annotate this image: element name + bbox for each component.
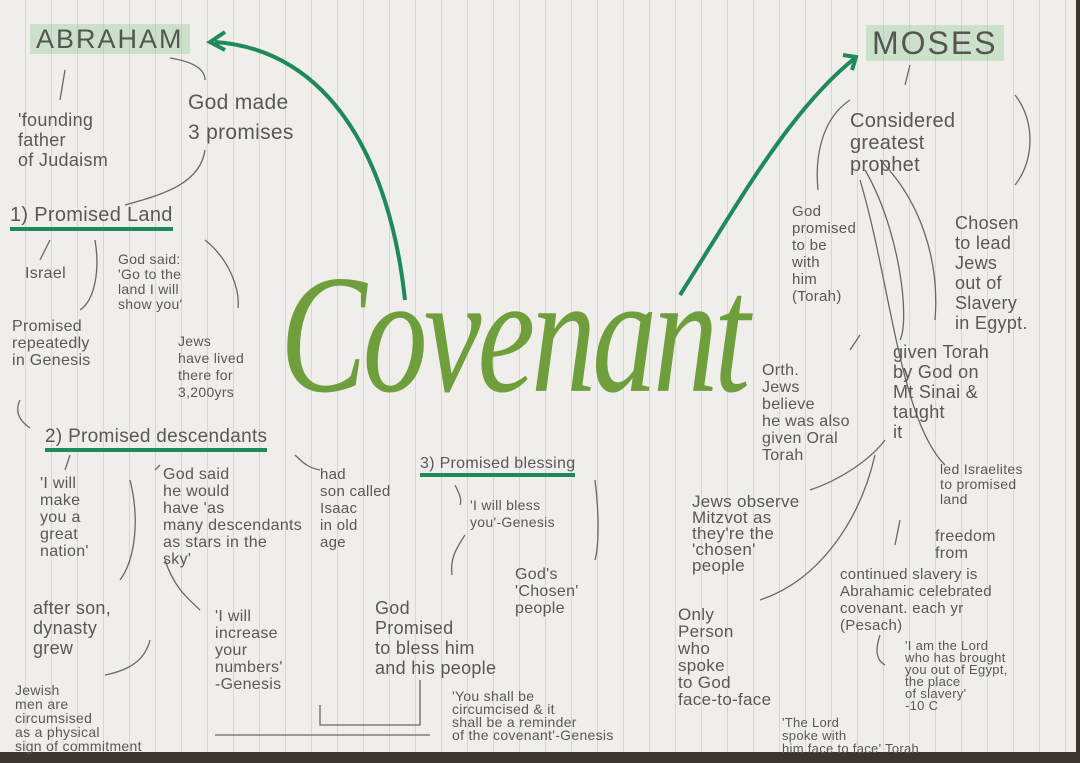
god-promised-bless-note: God Promised to bless him and his people bbox=[375, 598, 497, 678]
with-him-note: God promised to be with him (Torah) bbox=[792, 203, 857, 305]
chosen-people-note: God's 'Chosen' people bbox=[515, 566, 579, 617]
ten-commandments-quote: 'I am the Lord who has brought you out o… bbox=[905, 638, 1008, 713]
reminder-quote: 'You shall be circumcised & it shall be … bbox=[452, 688, 614, 743]
greatest-prophet-note: Considered greatest prophet bbox=[850, 110, 956, 176]
central-title: Covenant bbox=[280, 241, 750, 429]
lord-spoke-quote: 'The Lord spoke with him face to face' T… bbox=[782, 715, 920, 756]
stars-note: God said he would have 'as many descenda… bbox=[163, 466, 303, 568]
jews-lived-note: Jews have lived there for 3,200yrs bbox=[178, 333, 245, 400]
israel-note: Israel bbox=[25, 265, 66, 282]
arrowhead-abraham bbox=[206, 30, 227, 52]
promise-3-heading: 3) Promised blessing bbox=[420, 455, 576, 477]
abraham-heading-text: ABRAHAM bbox=[30, 24, 190, 54]
abraham-heading: ABRAHAM bbox=[30, 24, 190, 54]
founding-father-note: 'founding father of Judaism bbox=[18, 110, 109, 170]
circumcised-note: Jewish men are circumsised as a physical… bbox=[15, 682, 142, 754]
moses-heading-text: MOSES bbox=[866, 25, 1004, 61]
oral-torah-note: Orth. Jews believe he was also given Ora… bbox=[762, 362, 850, 464]
three-promises-note: God made 3 promises bbox=[188, 91, 294, 144]
arrowhead-moses bbox=[842, 53, 859, 71]
chosen-to-lead-note: Chosen to lead Jews out of Slavery in Eg… bbox=[955, 213, 1028, 333]
god-said-note: God said: 'Go to the land I will show yo… bbox=[118, 251, 183, 312]
isaac-note: had son called Isaac in old age bbox=[320, 466, 391, 551]
bless-you-note: 'I will bless you'-Genesis bbox=[470, 497, 555, 530]
mitzvot-note: Jews observe Mitzvot as they're the 'cho… bbox=[692, 492, 800, 575]
dynasty-note: after son, dynasty grew bbox=[33, 598, 112, 658]
promise-2-heading-text: 2) Promised descendants bbox=[45, 426, 268, 452]
promised-repeatedly-note: Promised repeatedly in Genesis bbox=[12, 318, 91, 369]
promise-1-heading: 1) Promised Land bbox=[10, 204, 173, 231]
moses-heading: MOSES bbox=[866, 25, 1004, 61]
arrow-covenant-to-abraham bbox=[214, 40, 407, 301]
led-israelites-note: led Israelites to promised land bbox=[940, 461, 1023, 507]
great-nation-note: 'I will make you a great nation' bbox=[40, 475, 89, 560]
promise-1-heading-text: 1) Promised Land bbox=[10, 204, 173, 231]
promise-2-heading: 2) Promised descendants bbox=[45, 426, 268, 452]
promise-3-heading-text: 3) Promised blessing bbox=[420, 455, 576, 477]
freedom-note: freedom from bbox=[935, 528, 996, 562]
given-torah-note: given Torah by God on Mt Sinai & taught … bbox=[893, 342, 990, 442]
face-to-face-note: Only Person who spoke to God face-to-fac… bbox=[678, 605, 772, 709]
arrow-covenant-to-moses bbox=[678, 56, 857, 297]
celebrated-note: continued slavery is Abrahamic celebrate… bbox=[840, 566, 992, 634]
increase-numbers-note: 'I will increase your numbers' -Genesis bbox=[215, 608, 283, 693]
